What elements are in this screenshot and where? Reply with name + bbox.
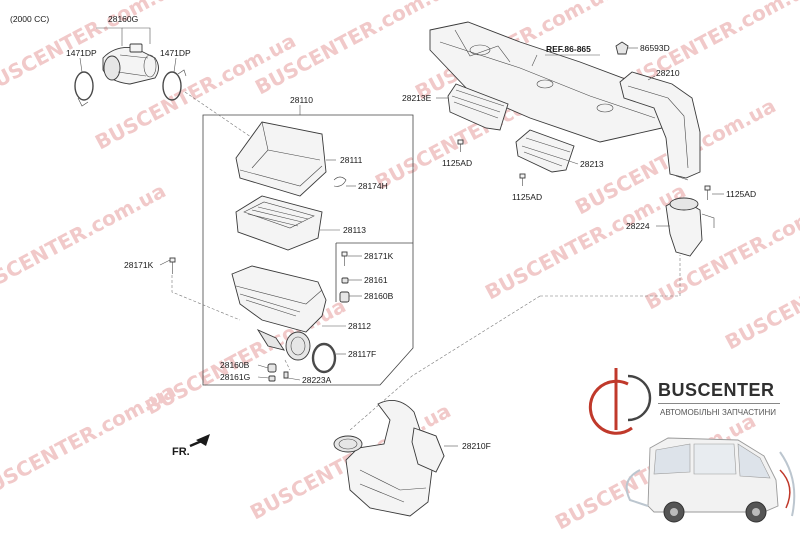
part-label[interactable]: 28210F	[462, 441, 491, 451]
part-label[interactable]: 28213E	[402, 93, 432, 103]
bolt-1125AD-a	[457, 139, 464, 152]
logo-name: BUSCENTER	[658, 380, 775, 400]
part-label[interactable]: 28160B	[364, 291, 394, 301]
air-guide-28213E	[447, 83, 509, 131]
resonator-28224	[665, 197, 715, 257]
part-label[interactable]: 28113	[343, 225, 366, 235]
front-direction-indicator	[189, 434, 210, 448]
air-guide-28213	[515, 129, 575, 173]
grommet-28161	[341, 277, 349, 284]
part-label[interactable]: 28224	[626, 221, 650, 231]
engine-note: (2000 CC)	[10, 14, 49, 24]
watermark: BUSCENTER.com.ua	[0, 178, 170, 304]
part-label[interactable]: 28213	[580, 159, 604, 169]
part-label[interactable]: 1471DP	[160, 48, 191, 58]
part-label[interactable]: 1125AD	[512, 192, 542, 202]
part-label[interactable]: 28161	[364, 275, 388, 285]
part-label[interactable]: 28111	[340, 155, 363, 165]
hose-clamp-left	[74, 71, 94, 107]
air-duct-28210	[619, 71, 701, 181]
part-label[interactable]: 1125AD	[442, 158, 472, 168]
buscenter-logo	[588, 368, 652, 435]
front-label: FR.	[172, 446, 190, 458]
air-filter-element-28113	[235, 195, 323, 251]
logo-tagline: АВТОМОБІЛЬНІ ЗАПЧАСТИНИ	[660, 408, 776, 417]
bushing-28160B-left	[267, 363, 277, 373]
grommet-28161G	[268, 375, 276, 382]
clip-28174H	[333, 176, 347, 187]
bolt-28171K-left	[169, 257, 176, 274]
part-label[interactable]: 28112	[348, 321, 371, 331]
bolt-1125AD-b	[519, 173, 526, 186]
bushing-28160B-right	[339, 291, 350, 303]
part-label[interactable]: 28223A	[302, 375, 332, 385]
part-label[interactable]: 28160G	[108, 14, 138, 24]
reference-label[interactable]: REF.86-865	[546, 44, 591, 54]
part-label[interactable]: 28160B	[220, 360, 250, 370]
clip-86593D	[615, 41, 629, 55]
part-label[interactable]: 28174H	[358, 181, 388, 191]
clip-28223A	[283, 371, 289, 379]
assembly-frame-28110	[202, 114, 414, 386]
hose-clamp-right	[162, 69, 187, 101]
part-label[interactable]: 86593D	[640, 43, 670, 53]
air-cleaner-cover-28111	[235, 121, 327, 197]
part-label[interactable]: 28171K	[364, 251, 394, 261]
van-image	[625, 437, 796, 523]
part-label[interactable]: 28161G	[220, 372, 250, 382]
part-label[interactable]: 28110	[290, 95, 313, 105]
bolt-1125AD-c	[704, 185, 711, 200]
part-label[interactable]: 1125AD	[726, 189, 756, 199]
bolt-28171K-right	[341, 251, 348, 266]
part-label[interactable]: 1471DP	[66, 48, 97, 58]
part-label[interactable]: 28171K	[124, 260, 154, 270]
air-duct-28210F	[333, 399, 445, 517]
part-label[interactable]: 28117F	[348, 349, 376, 359]
air-cleaner-case-28112	[231, 265, 327, 361]
air-flow-sensor-28160G	[102, 43, 159, 85]
part-label[interactable]: 28210	[656, 68, 680, 78]
gasket-28117F	[311, 342, 337, 374]
front-panel-reference	[429, 21, 663, 143]
